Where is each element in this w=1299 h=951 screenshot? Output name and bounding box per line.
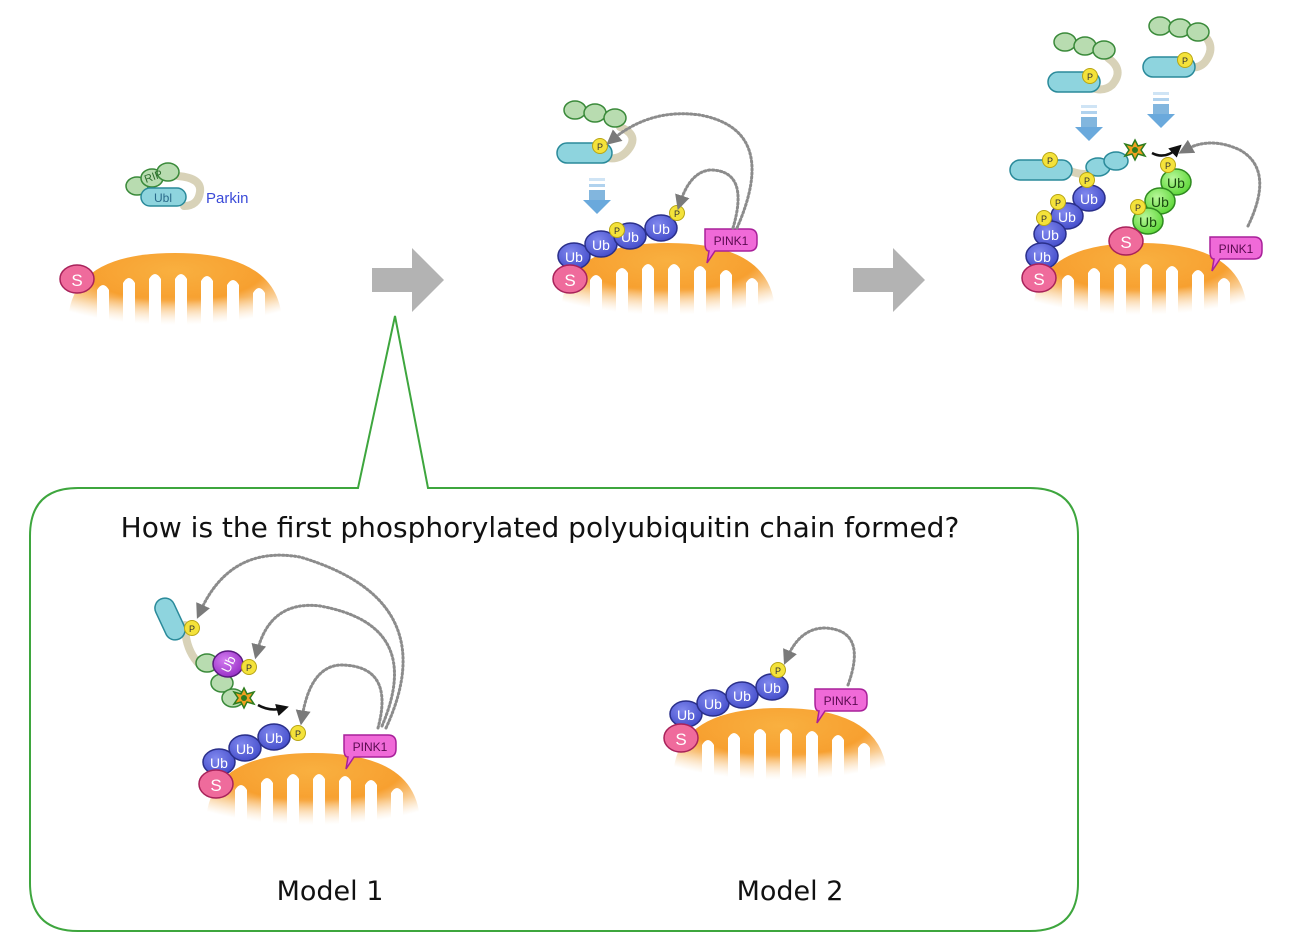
svg-text:P: P (674, 209, 680, 219)
phospho-arc-2b (675, 168, 740, 230)
phospho-arc-3 (1178, 139, 1262, 228)
svg-text:P: P (1182, 56, 1188, 66)
ubl-label: Ubl (154, 191, 172, 205)
svg-text:Ub: Ub (236, 741, 254, 757)
substrate-s-m2: S (663, 723, 699, 753)
panel-3-amplification: P P P Ub Ub Ub Ub P P P S (1009, 16, 1263, 327)
svg-text:S: S (210, 776, 221, 795)
parkin-inactive: RIP Ubl Parkin (125, 162, 249, 210)
svg-text:Ub: Ub (1167, 175, 1185, 191)
model-1-label: Model 1 (277, 876, 384, 907)
ub-chain-2: Ub Ub Ub Ub P P (557, 205, 685, 270)
panel-2-pink1-phosphorylation: P Ub Ub Ub Ub P P S PINK1 (552, 100, 778, 327)
svg-text:Ub: Ub (592, 237, 610, 253)
svg-text:P: P (1165, 161, 1171, 171)
model-1-diagram: P Ub P Ub Ub Ub P S PINK1 (154, 553, 423, 837)
ub-purple-m1: Ub (212, 650, 244, 678)
svg-text:PINK1: PINK1 (714, 234, 749, 248)
ub-chain-m1: Ub Ub Ub P (202, 723, 306, 776)
substrate-s-3a: S (1021, 263, 1057, 293)
svg-text:Ub: Ub (265, 730, 283, 746)
svg-text:P: P (1084, 176, 1090, 186)
svg-text:S: S (1120, 233, 1131, 252)
svg-text:S: S (564, 271, 575, 290)
parkin-label: Parkin (206, 190, 249, 207)
svg-text:PINK1: PINK1 (353, 740, 388, 754)
svg-text:Ub: Ub (1151, 194, 1169, 210)
svg-text:P: P (1135, 203, 1141, 213)
svg-text:Ub: Ub (218, 654, 239, 675)
svg-text:PINK1: PINK1 (824, 694, 859, 708)
svg-text:Ub: Ub (733, 688, 751, 704)
svg-text:Ub: Ub (652, 221, 670, 237)
transfer-arrow-3 (1151, 144, 1182, 158)
svg-text:P: P (1047, 156, 1053, 166)
model-2-diagram: Ub Ub Ub Ub P S PINK1 (663, 626, 890, 792)
svg-text:Ub: Ub (677, 707, 695, 723)
pink1-m2: PINK1 (814, 688, 868, 724)
step-arrow-2 (853, 248, 925, 312)
active-site-3 (1124, 139, 1146, 161)
svg-text:Ub: Ub (1041, 227, 1059, 243)
ub-chain-m2: Ub Ub Ub Ub P (669, 662, 789, 728)
ub-chain-3b-green: Ub Ub Ub P P (1130, 157, 1192, 235)
phospho-arc-m1c (295, 663, 384, 730)
svg-text:P: P (775, 666, 781, 676)
svg-text:P: P (1041, 214, 1047, 224)
question-text: How is the first phosphorylated polyubiq… (121, 511, 960, 544)
phospho-arc-m1a (196, 553, 405, 730)
pink1-m1: PINK1 (343, 734, 397, 770)
svg-text:Ub: Ub (565, 249, 583, 265)
phospho-arc-m1b (251, 603, 396, 728)
recruitment-arrow-3b (1147, 92, 1175, 128)
mitochondrion-1 (65, 253, 285, 337)
svg-text:Ub: Ub (763, 680, 781, 696)
ub-chain-3a: Ub Ub Ub Ub P P P (1025, 172, 1106, 270)
svg-text:P: P (597, 142, 603, 152)
step-arrow-1 (372, 248, 444, 312)
transfer-arrow-m1 (257, 703, 289, 717)
svg-text:S: S (1033, 270, 1044, 289)
svg-text:Ub: Ub (1139, 214, 1157, 230)
phospho-arc-2a (606, 112, 754, 230)
recruitment-arrow-3a (1075, 105, 1103, 141)
svg-text:Ub: Ub (210, 755, 228, 771)
model-2-label: Model 2 (737, 876, 844, 907)
substrate-s-2: S (552, 264, 588, 294)
phospho-arc-m2 (783, 626, 856, 687)
svg-text:S: S (675, 730, 686, 749)
svg-text:Ub: Ub (1033, 249, 1051, 265)
svg-text:P: P (295, 729, 301, 739)
svg-text:P: P (189, 624, 195, 634)
svg-text:P: P (1055, 198, 1061, 208)
svg-text:Ub: Ub (621, 229, 639, 245)
recruitment-arrow-2 (583, 178, 611, 214)
svg-text:P: P (614, 226, 620, 236)
svg-text:PINK1: PINK1 (1219, 242, 1254, 256)
substrate-s-3b: S (1108, 226, 1144, 256)
panel-1-initial: S RIP Ubl Parkin (59, 162, 285, 337)
svg-text:Ub: Ub (704, 696, 722, 712)
pink1-2: PINK1 (704, 228, 758, 264)
rip-label: RIP (143, 168, 164, 186)
mitochondrion-2 (558, 243, 778, 327)
substrate-s-1: S (59, 264, 95, 294)
svg-text:Ub: Ub (1058, 209, 1076, 225)
pink1-3: PINK1 (1209, 236, 1263, 272)
substrate-s-m1: S (198, 769, 234, 799)
svg-text:Ub: Ub (1080, 191, 1098, 207)
svg-text:P: P (1087, 72, 1093, 82)
svg-text:P: P (246, 663, 252, 673)
svg-text:S: S (71, 271, 82, 290)
